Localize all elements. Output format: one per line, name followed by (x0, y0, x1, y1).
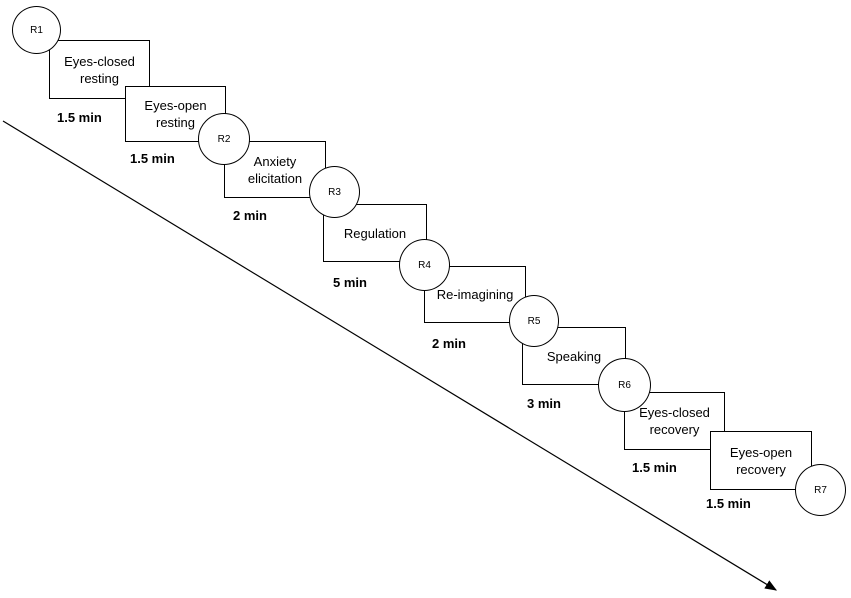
stage-label: Eyes-closed resting (64, 53, 135, 86)
duration-label: 1.5 min (57, 110, 102, 125)
rating-node-r2: R2 (198, 113, 250, 165)
rating-node-r5: R5 (509, 295, 559, 347)
rating-label: R4 (418, 259, 431, 271)
rating-node-r3: R3 (309, 166, 360, 218)
rating-node-r6: R6 (598, 358, 651, 412)
rating-node-r1: R1 (12, 6, 61, 54)
rating-label: R1 (30, 24, 43, 36)
rating-node-r4: R4 (399, 239, 450, 291)
rating-label: R7 (814, 484, 827, 496)
rating-label: R2 (217, 133, 231, 145)
rating-node-r7: R7 (795, 464, 846, 516)
rating-label: R6 (618, 379, 631, 391)
duration-label: 2 min (432, 336, 466, 351)
duration-label: 1.5 min (130, 151, 175, 166)
stage-label: Eyes-open resting (144, 98, 207, 130)
stage-label: Speaking (546, 348, 602, 364)
stage-label: Regulation (343, 225, 407, 241)
stage-label: Anxiety elicitation (247, 153, 303, 186)
duration-label: 1.5 min (706, 496, 751, 511)
duration-label: 5 min (333, 275, 367, 290)
stage-label: Eyes-open recovery (729, 444, 793, 477)
duration-label: 2 min (233, 208, 267, 223)
rating-label: R5 (527, 315, 541, 327)
rating-label: R3 (328, 186, 341, 198)
stage-label: Eyes-closed recovery (639, 405, 710, 437)
stage-box-eyes-open-recovery: Eyes-open recovery (710, 431, 812, 490)
duration-label: 1.5 min (632, 460, 677, 475)
stage-label: Re-imagining (436, 287, 514, 302)
duration-label: 3 min (527, 396, 561, 411)
